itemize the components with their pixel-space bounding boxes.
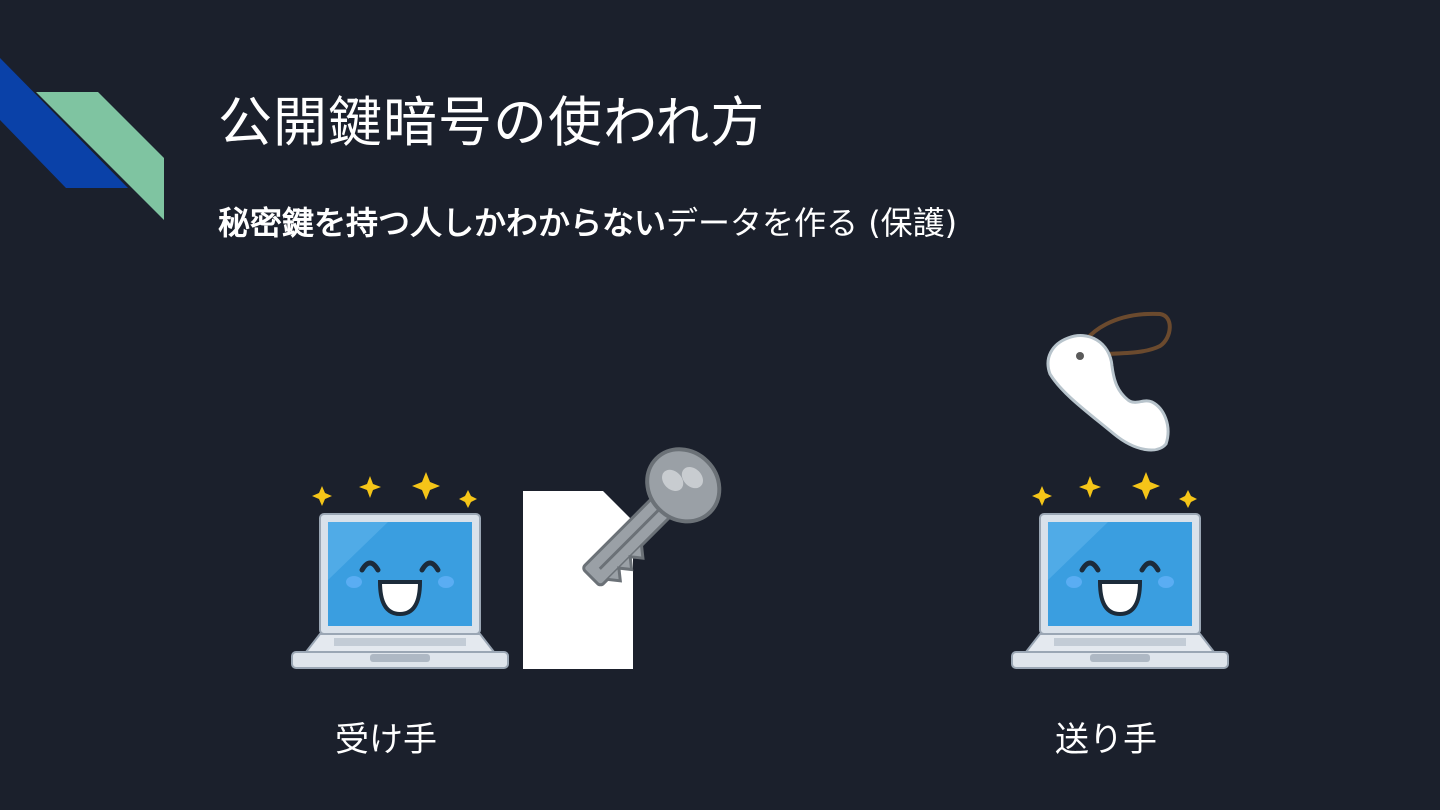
sender-label: 送り手 [1055,720,1157,760]
receiver-label: 受け手 [335,720,437,760]
sparkle-icon [312,472,477,508]
key-icon [582,447,722,587]
corner-accent [0,58,164,220]
keytag-icon [1046,311,1172,452]
receiver-laptop-icon [291,472,509,669]
sparkle-icon [1032,472,1197,508]
subtitle: 秘密鍵を持つ人しかわからないデータを作る (保護) [218,198,957,244]
subtitle-rest: データを作る (保護) [666,204,958,242]
document-icon [523,491,633,669]
page-title: 公開鍵暗号の使われ方 [218,91,766,154]
sender-laptop-icon [1011,472,1229,669]
subtitle-emphasis: 秘密鍵を持つ人しかわからない [218,204,667,242]
